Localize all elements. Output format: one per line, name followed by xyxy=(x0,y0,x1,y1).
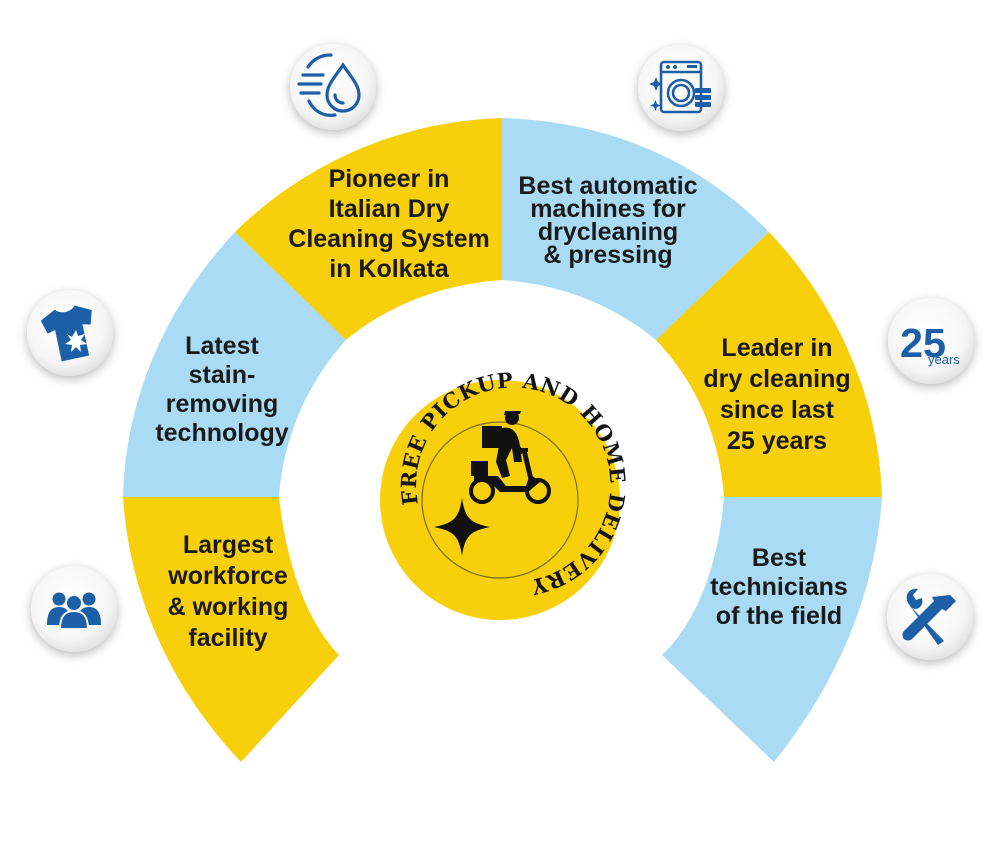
segment-label-line: Latest xyxy=(185,332,259,360)
segment-label-line: technology xyxy=(155,419,288,447)
segment-stain-removal xyxy=(123,232,346,497)
segment-label-line: Largest xyxy=(183,531,274,559)
segment-label-line: Best automatic xyxy=(518,172,697,200)
segment-label-line: since last xyxy=(720,396,835,424)
delivery-scooter-icon xyxy=(469,411,551,504)
stained-shirt-icon xyxy=(27,290,113,376)
segment-label-line: Leader in xyxy=(721,334,832,362)
ring xyxy=(123,118,882,762)
segment-label-line: workforce xyxy=(167,562,288,590)
segment-label-line: of the field xyxy=(716,602,842,630)
twenty-five-years-icon: 25 years xyxy=(888,298,974,384)
segment-label-line: & pressing xyxy=(543,241,672,269)
segment-label-line: facility xyxy=(188,624,267,652)
segment-label-line: machines for xyxy=(530,195,686,223)
years-number: 25 xyxy=(900,320,946,366)
years-unit: years xyxy=(928,352,960,367)
segment-labels: Largest workforce & working facility Latest… xyxy=(155,165,850,652)
segment-label-line: Cleaning System xyxy=(288,225,489,253)
segment-technicians xyxy=(662,497,882,762)
segment-machines xyxy=(502,118,769,340)
washing-machine-icon xyxy=(638,45,724,131)
badge-inner-ring xyxy=(421,421,579,579)
sparkle-icon xyxy=(434,498,490,556)
water-drop-icon xyxy=(290,44,376,130)
segment-label-line: drycleaning xyxy=(538,218,678,246)
segment-leader xyxy=(656,232,882,497)
delivery-badge: FREE PICKUP AND HOME DELIVERY xyxy=(380,367,630,620)
segment-label-line: in Kolkata xyxy=(329,255,450,283)
segment-label-line: removing xyxy=(166,390,279,418)
segment-label-line: stain- xyxy=(189,361,256,389)
segment-pioneer xyxy=(235,118,502,340)
team-icon xyxy=(31,566,117,652)
label-workforce: Largest workforce & working facility xyxy=(167,531,288,652)
segment-label-line: 25 years xyxy=(727,427,827,455)
tools-icon xyxy=(887,574,973,660)
segment-label-line: Pioneer in xyxy=(329,165,450,193)
segment-label-line: technicians xyxy=(710,573,848,601)
segment-label-line: dry cleaning xyxy=(703,365,850,393)
segment-label-line: Italian Dry xyxy=(329,195,450,223)
label-leader: Leader in dry cleaning since last 25 years xyxy=(703,334,850,455)
segment-label-line: Best xyxy=(752,544,807,572)
segment-workforce xyxy=(123,497,339,762)
badge-circle xyxy=(380,380,620,620)
icon-bubbles: 25 years xyxy=(27,44,974,660)
segment-label-line: & working xyxy=(168,593,289,621)
